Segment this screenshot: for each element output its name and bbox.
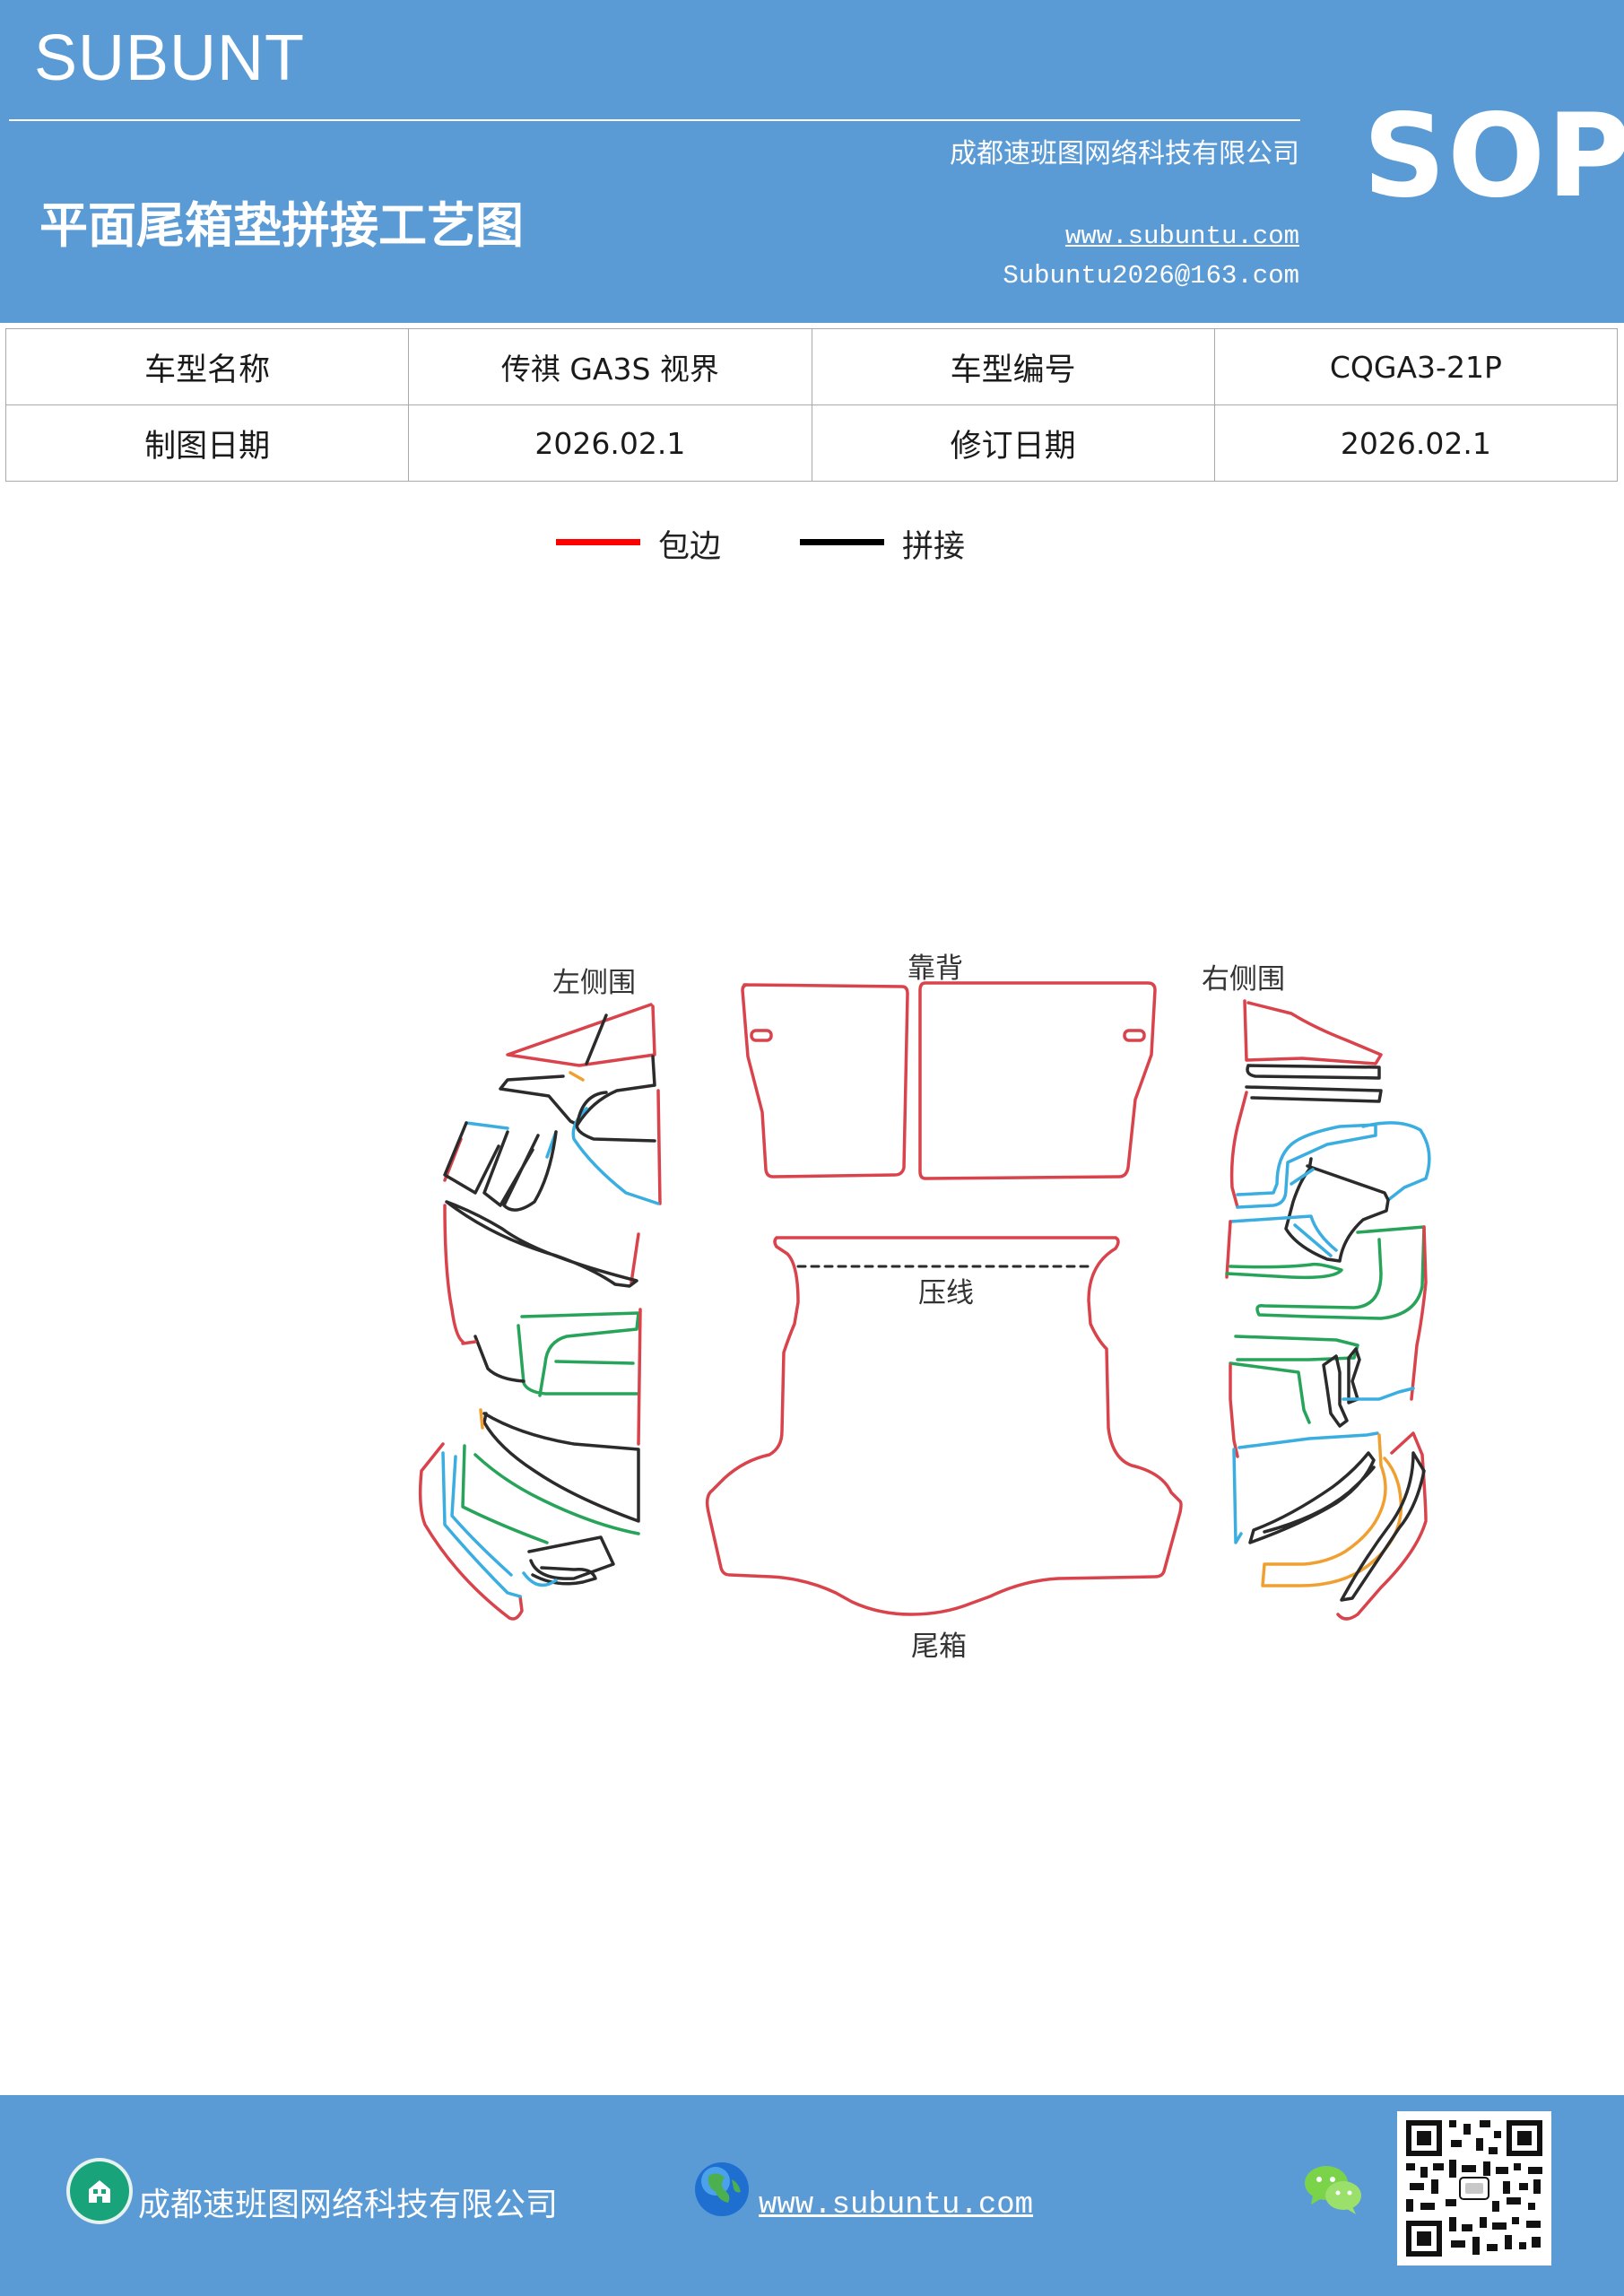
label-right-side: 右侧围 bbox=[1202, 963, 1285, 996]
left-seam-blue bbox=[522, 1571, 558, 1587]
header-banner: SUBUNT 平面尾箱垫拼接工艺图 成都速班图网络科技有限公司 www.subu… bbox=[0, 0, 1624, 323]
left-seam-orange bbox=[569, 1071, 585, 1082]
right-piece-edge bbox=[1229, 1091, 1248, 1209]
table-row: 制图日期 2026.02.1 修订日期 2026.02.1 bbox=[4, 404, 1619, 482]
left-piece-edge bbox=[506, 1003, 656, 1067]
right-seam-blue bbox=[1290, 1168, 1333, 1257]
label-left-side: 左侧围 bbox=[552, 967, 636, 999]
legend-swatch-red bbox=[556, 539, 640, 545]
trunk-floor-outline bbox=[705, 1236, 1183, 1616]
table-cell-value: 2026.02.1 bbox=[1213, 404, 1619, 482]
table-cell-value: CQGA3-21P bbox=[1213, 328, 1619, 405]
backrest-right-slot bbox=[1123, 1029, 1146, 1042]
right-seam-blue bbox=[1232, 1448, 1243, 1544]
qr-code bbox=[1397, 2111, 1551, 2266]
left-piece-edge bbox=[443, 1204, 640, 1344]
table-cell-label: 制图日期 bbox=[4, 404, 410, 482]
right-piece-edge bbox=[1243, 999, 1383, 1065]
left-seam-green bbox=[517, 1311, 640, 1397]
table-cell-label: 车型编号 bbox=[811, 328, 1215, 405]
legend-swatch-black bbox=[800, 539, 884, 545]
right-seam-orange bbox=[1261, 1433, 1403, 1587]
table-cell-label: 车型名称 bbox=[4, 328, 410, 405]
left-piece-edge bbox=[461, 1308, 642, 1446]
table-cell-value: 传祺 GA3S 视界 bbox=[408, 328, 812, 405]
left-seam bbox=[445, 1200, 638, 1288]
page-title: 平面尾箱垫拼接工艺图 bbox=[39, 196, 524, 254]
wechat-icon bbox=[1302, 2161, 1365, 2217]
table-cell-value: 2026.02.1 bbox=[408, 404, 812, 482]
header-email: Subuntu2026@163.com bbox=[1003, 261, 1299, 291]
right-seam bbox=[1245, 1064, 1383, 1103]
left-seam bbox=[527, 1535, 615, 1586]
footer-banner: 成都速班图网络科技有限公司 www.subuntu.com bbox=[0, 2095, 1624, 2296]
left-seam-orange bbox=[479, 1408, 484, 1430]
right-piece-edge bbox=[1410, 1225, 1428, 1401]
legend-label: 包边 bbox=[658, 529, 722, 565]
footer-company-name: 成都速班图网络科技有限公司 bbox=[138, 2187, 559, 2223]
left-seam-blue bbox=[441, 1451, 522, 1598]
globe-icon bbox=[692, 2160, 751, 2219]
right-seam bbox=[1284, 1157, 1390, 1263]
right-piece-edge bbox=[1225, 1220, 1232, 1279]
table-cell-label: 修订日期 bbox=[811, 404, 1215, 482]
right-piece-edge bbox=[1229, 1363, 1239, 1458]
header-company-name: 成都速班图网络科技有限公司 bbox=[950, 138, 1299, 170]
backrest-left-panel bbox=[741, 983, 909, 1178]
vehicle-info-table: 车型名称 传祺 GA3S 视界 车型编号 CQGA3-21P 制图日期 2026… bbox=[4, 328, 1619, 482]
header-divider bbox=[9, 119, 1300, 121]
left-seam bbox=[443, 1091, 656, 1212]
left-seam bbox=[482, 1412, 640, 1523]
right-side-pieces bbox=[1225, 999, 1431, 1621]
footer-website-link[interactable]: www.subuntu.com bbox=[759, 2188, 1034, 2222]
label-backrest: 靠背 bbox=[908, 952, 963, 985]
backrest-panels bbox=[741, 981, 1157, 1180]
building-icon bbox=[70, 2161, 129, 2221]
left-seam-green bbox=[461, 1444, 640, 1544]
left-side-pieces bbox=[418, 1003, 662, 1621]
table-row: 车型名称 传祺 GA3S 视界 车型编号 CQGA3-21P bbox=[4, 328, 1619, 405]
right-seam bbox=[1322, 1347, 1361, 1428]
right-seam-blue bbox=[1236, 1121, 1431, 1209]
label-press-line: 压线 bbox=[918, 1277, 974, 1309]
sop-badge: SOP bbox=[1363, 90, 1624, 223]
backrest-left-slot bbox=[750, 1029, 773, 1042]
right-seam-blue bbox=[1229, 1214, 1338, 1252]
header-website-link[interactable]: www.subuntu.com bbox=[1064, 222, 1299, 251]
left-seam bbox=[473, 1335, 525, 1383]
right-seam bbox=[1248, 1451, 1376, 1544]
left-seam bbox=[499, 1013, 656, 1126]
right-piece-edge bbox=[1336, 1519, 1428, 1621]
right-seam-green bbox=[1225, 1225, 1426, 1320]
trunk-floor bbox=[705, 1236, 1183, 1616]
right-seam bbox=[1340, 1451, 1426, 1602]
label-trunk: 尾箱 bbox=[911, 1631, 967, 1663]
right-piece-edge bbox=[1390, 1431, 1428, 1521]
left-piece-edge bbox=[418, 1442, 524, 1621]
brand-name: SUBUNT bbox=[34, 22, 306, 94]
right-seam-blue bbox=[1238, 1387, 1415, 1449]
backrest-right-panel bbox=[918, 981, 1157, 1180]
legend-label: 拼接 bbox=[902, 529, 966, 565]
